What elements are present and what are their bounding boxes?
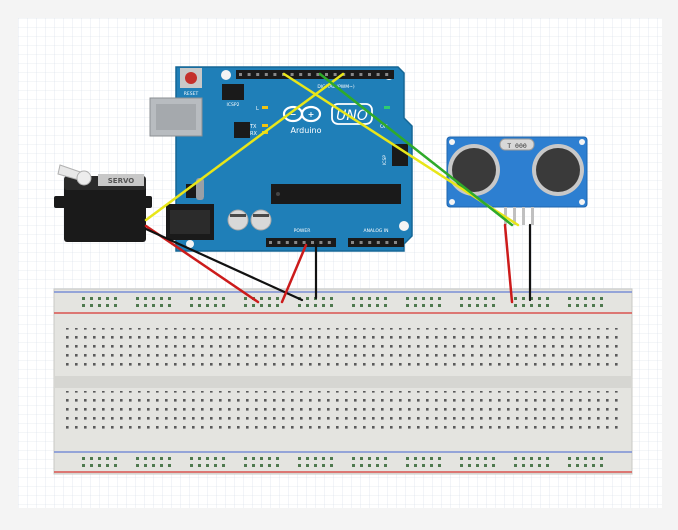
mount-hole	[221, 70, 231, 80]
wire-servo-black	[144, 227, 304, 302]
wire-echo-green	[318, 72, 514, 227]
capacitor	[227, 209, 249, 231]
sensor-crystal	[499, 138, 535, 151]
led-l	[262, 106, 268, 109]
analog-label: ANALOG IN	[363, 228, 388, 234]
servo-motor: SERVO	[54, 164, 152, 242]
center-channel	[54, 376, 632, 388]
wire-arduino-5v-red	[280, 243, 308, 304]
mount-hole	[186, 240, 194, 248]
transmitter-transducer	[448, 144, 500, 196]
servo-label: SERVO	[108, 177, 135, 185]
wire-sensor-vcc-red	[503, 223, 514, 304]
led-rx-label: RX	[250, 131, 257, 137]
svg-text:−: −	[290, 110, 297, 119]
wire-servo-yellow	[144, 72, 345, 222]
led-on-label: ON	[380, 124, 388, 130]
sensor-crystal-label: T 000	[507, 142, 527, 150]
capacitor	[250, 209, 272, 231]
svg-text:+: +	[308, 110, 315, 119]
led-tx-label: TX	[249, 124, 257, 130]
led-l-label: L	[256, 106, 259, 112]
reset-label: RESET	[184, 91, 199, 97]
crystal-oscillator	[196, 178, 204, 200]
mount-hole	[399, 221, 409, 231]
arduino-uno-board: RESET ICSP2 DIGITAL (PWM~) − + Arduino U…	[149, 66, 413, 252]
receiver-transducer	[532, 144, 584, 196]
wires	[144, 72, 532, 304]
usb-chip	[234, 122, 250, 138]
icsp2-header	[222, 84, 244, 100]
digital-header	[236, 70, 394, 79]
led-on	[384, 106, 390, 109]
icsp-header	[392, 144, 408, 166]
icsp-label: ICSP	[382, 155, 388, 165]
arduino-logo: − +	[282, 105, 322, 123]
analog-header	[348, 238, 404, 247]
icsp2-label: ICSP2	[227, 102, 240, 108]
servo-label-plate	[98, 174, 144, 186]
bottom-power-rail	[82, 457, 603, 467]
microcontroller-chip	[271, 184, 401, 204]
top-power-rail	[82, 297, 603, 307]
power-header	[266, 238, 336, 247]
ultrasonic-sensor: T 000	[446, 136, 588, 225]
breadboard	[53, 288, 633, 475]
power-label: POWER	[294, 228, 311, 234]
led-tx	[262, 124, 268, 127]
brand-label: Arduino	[291, 126, 322, 135]
